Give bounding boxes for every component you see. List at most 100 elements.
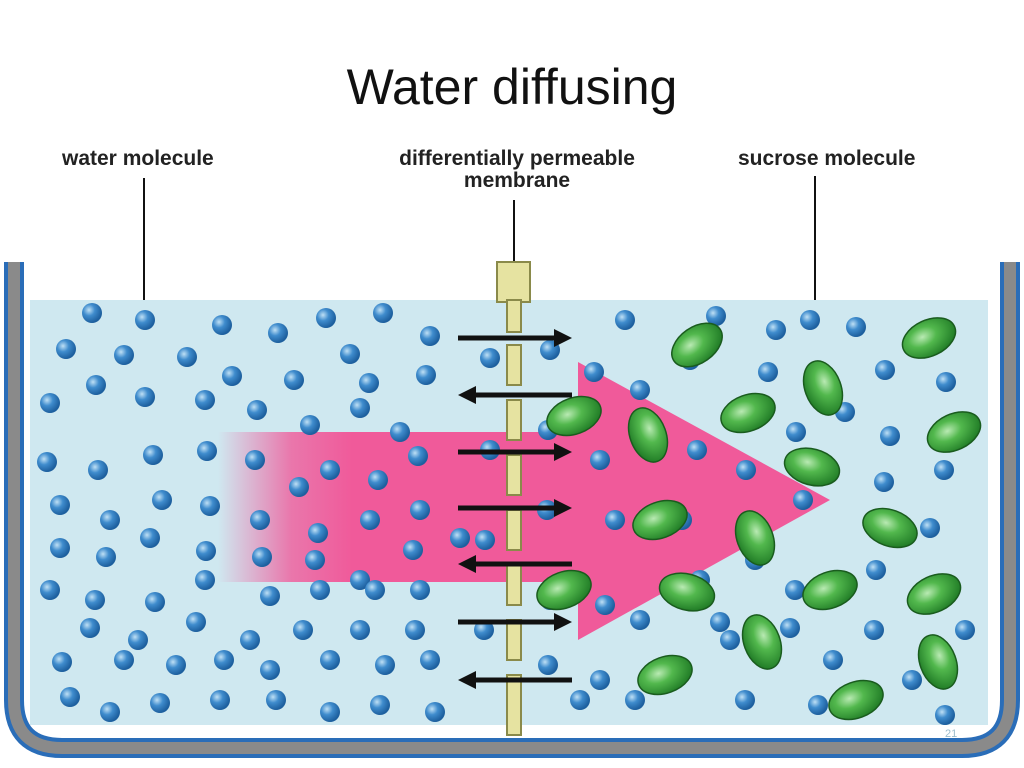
water-molecule-icon [114, 650, 134, 670]
water-molecule-icon [735, 690, 755, 710]
water-molecule-icon [252, 547, 272, 567]
water-molecule-icon [590, 450, 610, 470]
water-molecule-icon [630, 610, 650, 630]
sucrose-molecule-icon [734, 510, 776, 566]
water-molecule-icon [935, 705, 955, 725]
sucrose-molecules [536, 317, 982, 721]
water-molecule-icon [196, 541, 216, 561]
water-molecule-icon [864, 620, 884, 640]
water-molecule-icon [823, 650, 843, 670]
water-molecule-icon [766, 320, 786, 340]
water-molecule-icon [370, 695, 390, 715]
water-molecule-icon [100, 702, 120, 722]
water-molecule-icon [250, 510, 270, 530]
water-molecule-icon [570, 690, 590, 710]
water-molecule-icon [410, 500, 430, 520]
water-molecule-icon [710, 612, 730, 632]
water-molecule-icon [474, 620, 494, 640]
water-molecule-icon [200, 496, 220, 516]
water-molecule-icon [350, 570, 370, 590]
membrane-label-line1: differentially permeable [399, 147, 635, 170]
sucrose-molecule-icon [862, 507, 918, 549]
water-molecule-icon [80, 618, 100, 638]
sucrose-molecule-icon [627, 407, 669, 463]
water-molecule-icon [403, 540, 423, 560]
water-molecule-icon [268, 323, 288, 343]
water-molecule-icon [245, 450, 265, 470]
water-molecule-icon [60, 687, 80, 707]
water-molecule-icon [615, 310, 635, 330]
water-molecule-icon [955, 620, 975, 640]
water-molecule-icon [736, 460, 756, 480]
water-molecule-icon [340, 344, 360, 364]
water-molecule-icon [222, 366, 242, 386]
sucrose-molecule-icon [802, 360, 844, 416]
water-molecule-icon [293, 620, 313, 640]
water-molecule-icon [82, 303, 102, 323]
water-molecule-icon [420, 650, 440, 670]
sucrose-molecule-icon [741, 614, 783, 670]
sucrose-molecule-icon [906, 573, 962, 615]
water-molecule-icon [360, 510, 380, 530]
water-molecule-icon [350, 620, 370, 640]
water-molecule-icon [150, 693, 170, 713]
water-molecule-icon [605, 510, 625, 530]
water-molecule-icon [350, 398, 370, 418]
water-molecule-icon [630, 380, 650, 400]
water-molecule-icon [450, 528, 470, 548]
water-molecules [37, 303, 975, 725]
water-molecule-icon [166, 655, 186, 675]
water-molecule-icon [875, 360, 895, 380]
page-number: 21 [945, 728, 958, 740]
sucrose-molecule-icon [901, 317, 957, 359]
water-molecule-icon [936, 372, 956, 392]
water-molecule-icon [128, 630, 148, 650]
sucrose-molecule-icon [917, 634, 959, 690]
arrow-left-icon [458, 671, 572, 689]
sucrose-molecule-label: sucrose molecule [738, 147, 916, 170]
water-molecule-icon [186, 612, 206, 632]
water-molecule-icon [50, 538, 70, 558]
sucrose-molecule-icon [671, 322, 723, 368]
water-molecule-icon [212, 315, 232, 335]
arrow-right-icon [458, 613, 572, 631]
water-molecule-icon [320, 650, 340, 670]
water-molecule-icon [785, 580, 805, 600]
water-molecule-icon [475, 530, 495, 550]
water-molecule-icon [902, 670, 922, 690]
water-molecule-icon [195, 390, 215, 410]
water-molecule-icon [140, 528, 160, 548]
membrane-label: differentially permeable membrane [352, 147, 682, 192]
sucrose-molecule-icon [926, 411, 982, 453]
water-molecule-icon [793, 490, 813, 510]
flow-arrow-icon [218, 362, 830, 640]
water-molecule-icon [145, 592, 165, 612]
water-molecule-icon [390, 422, 410, 442]
water-molecule-icon [420, 326, 440, 346]
water-molecule-icon [300, 415, 320, 435]
water-molecule-icon [320, 702, 340, 722]
water-molecule-icon [408, 446, 428, 466]
membrane-pass-arrows [458, 329, 572, 689]
arrow-right-icon [458, 443, 572, 461]
water-molecule-icon [85, 590, 105, 610]
water-molecule-icon [260, 660, 280, 680]
water-molecule-icon [240, 630, 260, 650]
water-molecule-icon [310, 580, 330, 600]
water-molecule-icon [365, 580, 385, 600]
water-molecule-icon [625, 690, 645, 710]
water-molecule-icon [56, 339, 76, 359]
water-molecule-icon [210, 690, 230, 710]
water-molecule-icon [289, 477, 309, 497]
water-molecule-icon [846, 317, 866, 337]
water-molecule-icon [143, 445, 163, 465]
water-molecule-icon [595, 595, 615, 615]
water-molecule-icon [177, 347, 197, 367]
water-molecule-icon [214, 650, 234, 670]
water-molecule-icon [152, 490, 172, 510]
water-molecule-icon [114, 345, 134, 365]
water-molecule-icon [50, 495, 70, 515]
water-molecule-icon [320, 460, 340, 480]
water-molecule-icon [260, 586, 280, 606]
